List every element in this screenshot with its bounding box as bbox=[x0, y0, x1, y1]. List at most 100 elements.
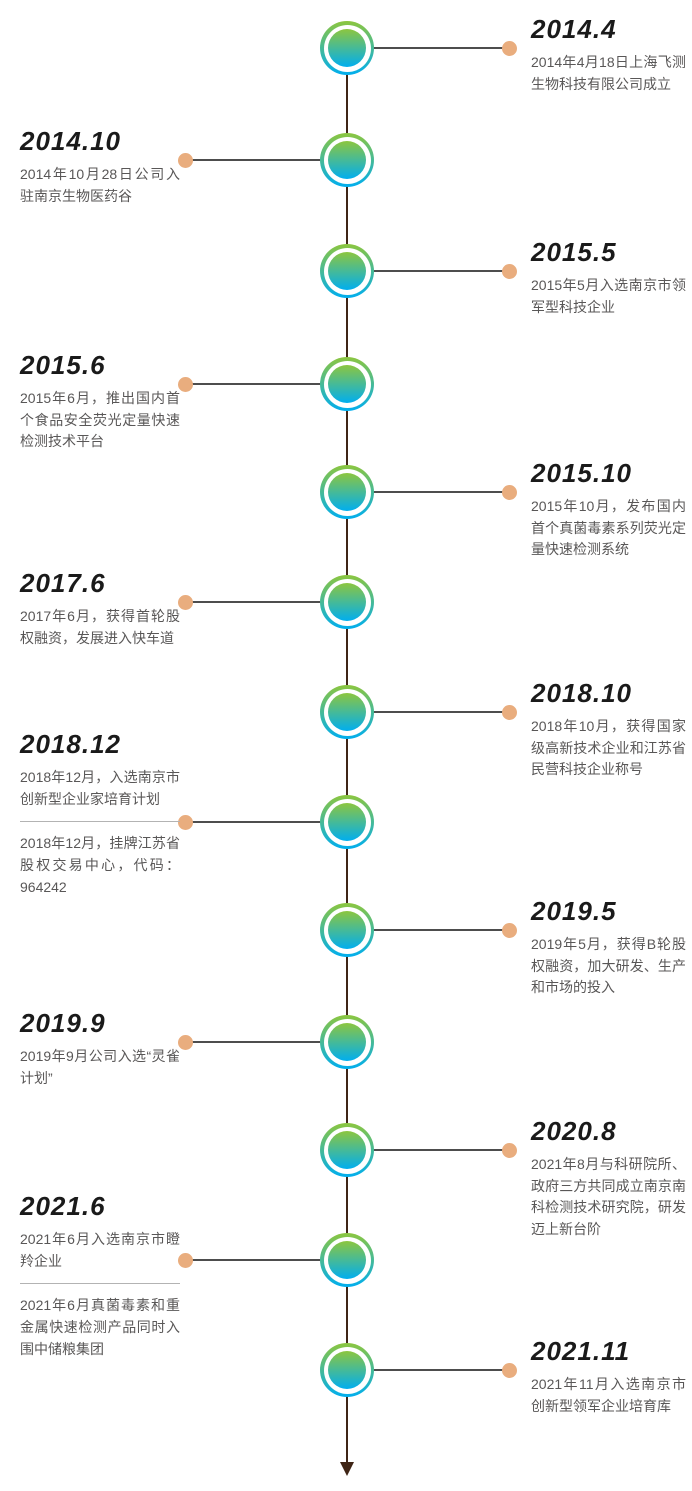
timeline-node bbox=[320, 1015, 374, 1069]
node-core-circle bbox=[328, 583, 366, 621]
timeline-node bbox=[320, 1123, 374, 1177]
connector-dot bbox=[501, 1362, 517, 1378]
timeline-node bbox=[320, 685, 374, 739]
node-core-circle bbox=[328, 473, 366, 511]
timeline-event: 2019.5 2019年5月，获得B轮股权融资，加大研发、生产和市场的投入 bbox=[531, 896, 686, 999]
event-description: 2017年6月，获得首轮股权融资，发展进入快车道 bbox=[20, 607, 180, 646]
connector-line bbox=[347, 491, 509, 493]
timeline-node bbox=[320, 795, 374, 849]
node-core-circle bbox=[328, 141, 366, 179]
timeline-event: 2021.11 2021年11月入选南京市创新型领军企业培育库 bbox=[531, 1336, 686, 1417]
event-description: 2014年4月18日上海飞测生物科技有限公司成立 bbox=[531, 53, 686, 92]
node-gap-ring bbox=[323, 136, 371, 184]
event-date: 2021.11 bbox=[531, 1336, 631, 1366]
event-description: 2015年6月，推出国内首个食品安全荧光定量快速检测技术平台 bbox=[20, 389, 180, 450]
node-gap-ring bbox=[323, 247, 371, 295]
node-core-circle bbox=[328, 1351, 366, 1389]
timeline-node bbox=[320, 21, 374, 75]
connector-line bbox=[347, 1149, 509, 1151]
node-gap-ring bbox=[323, 688, 371, 736]
event-description: 2014年10月28日公司入驻南京生物医药谷 bbox=[20, 165, 180, 204]
event-date: 2017.6 bbox=[20, 568, 106, 598]
event-date: 2018.10 bbox=[531, 678, 632, 708]
event-divider bbox=[20, 1283, 180, 1285]
timeline-event: 2015.10 2015年10月，发布国内首个真菌毒素系列荧光定量快速检测系统 bbox=[531, 458, 686, 561]
timeline-node bbox=[320, 244, 374, 298]
event-date: 2014.10 bbox=[20, 126, 121, 156]
event-description: 2018年10月，获得国家级高新技术企业和江苏省民营科技企业称号 bbox=[531, 717, 686, 778]
timeline-event: 2021.6 2021年6月入选南京市瞪羚企业 2021年6月真菌毒素和重金属快速检… bbox=[20, 1191, 180, 1360]
timeline-event: 2014.4 2014年4月18日上海飞测生物科技有限公司成立 bbox=[531, 14, 686, 95]
timeline-node bbox=[320, 1343, 374, 1397]
node-core-circle bbox=[328, 1131, 366, 1169]
connector-dot bbox=[501, 922, 517, 938]
node-core-circle bbox=[328, 1241, 366, 1279]
connector-line bbox=[347, 929, 509, 931]
event-description: 2018年12月，挂牌江苏省股权交易中心，代码：964242 bbox=[20, 835, 180, 895]
timeline-node bbox=[320, 575, 374, 629]
node-core-circle bbox=[328, 803, 366, 841]
node-core-circle bbox=[328, 1023, 366, 1061]
event-date: 2018.12 bbox=[20, 729, 121, 759]
timeline-node bbox=[320, 903, 374, 957]
node-gap-ring bbox=[323, 1126, 371, 1174]
event-description: 2019年5月，获得B轮股权融资，加大研发、生产和市场的投入 bbox=[531, 935, 686, 996]
node-core-circle bbox=[328, 29, 366, 67]
timeline-node bbox=[320, 465, 374, 519]
timeline-event: 2018.10 2018年10月，获得国家级高新技术企业和江苏省民营科技企业称号 bbox=[531, 678, 686, 781]
event-description: 2021年6月入选南京市瞪羚企业 bbox=[20, 1230, 180, 1269]
event-date: 2015.6 bbox=[20, 350, 106, 380]
event-date: 2014.4 bbox=[531, 14, 617, 44]
timeline-axis bbox=[346, 48, 348, 1463]
event-date: 2015.10 bbox=[531, 458, 632, 488]
connector-dot bbox=[501, 484, 517, 500]
node-core-circle bbox=[328, 911, 366, 949]
connector-dot bbox=[177, 814, 193, 830]
node-gap-ring bbox=[323, 24, 371, 72]
node-core-circle bbox=[328, 693, 366, 731]
timeline-node bbox=[320, 1233, 374, 1287]
event-date: 2020.8 bbox=[531, 1116, 617, 1146]
event-description: 2021年11月入选南京市创新型领军企业培育库 bbox=[531, 1375, 686, 1414]
arrow-down-icon bbox=[340, 1462, 354, 1476]
connector-dot bbox=[177, 1034, 193, 1050]
event-date: 2015.5 bbox=[531, 237, 617, 267]
connector-line bbox=[347, 1369, 509, 1371]
node-core-circle bbox=[328, 252, 366, 290]
connector-dot bbox=[177, 594, 193, 610]
connector-line bbox=[347, 711, 509, 713]
timeline-event: 2018.12 2018年12月，入选南京市创新型企业家培育计划 2018年12月，… bbox=[20, 729, 180, 898]
connector-dot bbox=[177, 1252, 193, 1268]
timeline-event: 2015.6 2015年6月，推出国内首个食品安全荧光定量快速检测技术平台 bbox=[20, 350, 180, 453]
node-gap-ring bbox=[323, 468, 371, 516]
connector-dot bbox=[501, 40, 517, 56]
connector-line bbox=[185, 821, 347, 823]
connector-line bbox=[185, 601, 347, 603]
connector-line bbox=[185, 1259, 347, 1261]
event-description: 2021年6月真菌毒素和重金属快速检测产品同时入围中储粮集团 bbox=[20, 1297, 180, 1357]
timeline-event: 2017.6 2017年6月，获得首轮股权融资，发展进入快车道 bbox=[20, 568, 180, 649]
connector-dot bbox=[177, 152, 193, 168]
event-description: 2019年9月公司入选“灵雀计划” bbox=[20, 1047, 180, 1086]
connector-line bbox=[347, 270, 509, 272]
event-description: 2015年10月，发布国内首个真菌毒素系列荧光定量快速检测系统 bbox=[531, 497, 686, 558]
event-date: 2019.5 bbox=[531, 896, 617, 926]
node-gap-ring bbox=[323, 578, 371, 626]
connector-line bbox=[347, 47, 509, 49]
connector-line bbox=[185, 1041, 347, 1043]
node-gap-ring bbox=[323, 798, 371, 846]
node-gap-ring bbox=[323, 1018, 371, 1066]
connector-dot bbox=[501, 704, 517, 720]
timeline-event: 2014.10 2014年10月28日公司入驻南京生物医药谷 bbox=[20, 126, 180, 207]
connector-dot bbox=[177, 376, 193, 392]
node-gap-ring bbox=[323, 1236, 371, 1284]
event-date: 2021.6 bbox=[20, 1191, 106, 1221]
node-gap-ring bbox=[323, 360, 371, 408]
event-description: 2018年12月，入选南京市创新型企业家培育计划 bbox=[20, 768, 180, 807]
connector-dot bbox=[501, 263, 517, 279]
connector-line bbox=[185, 383, 347, 385]
